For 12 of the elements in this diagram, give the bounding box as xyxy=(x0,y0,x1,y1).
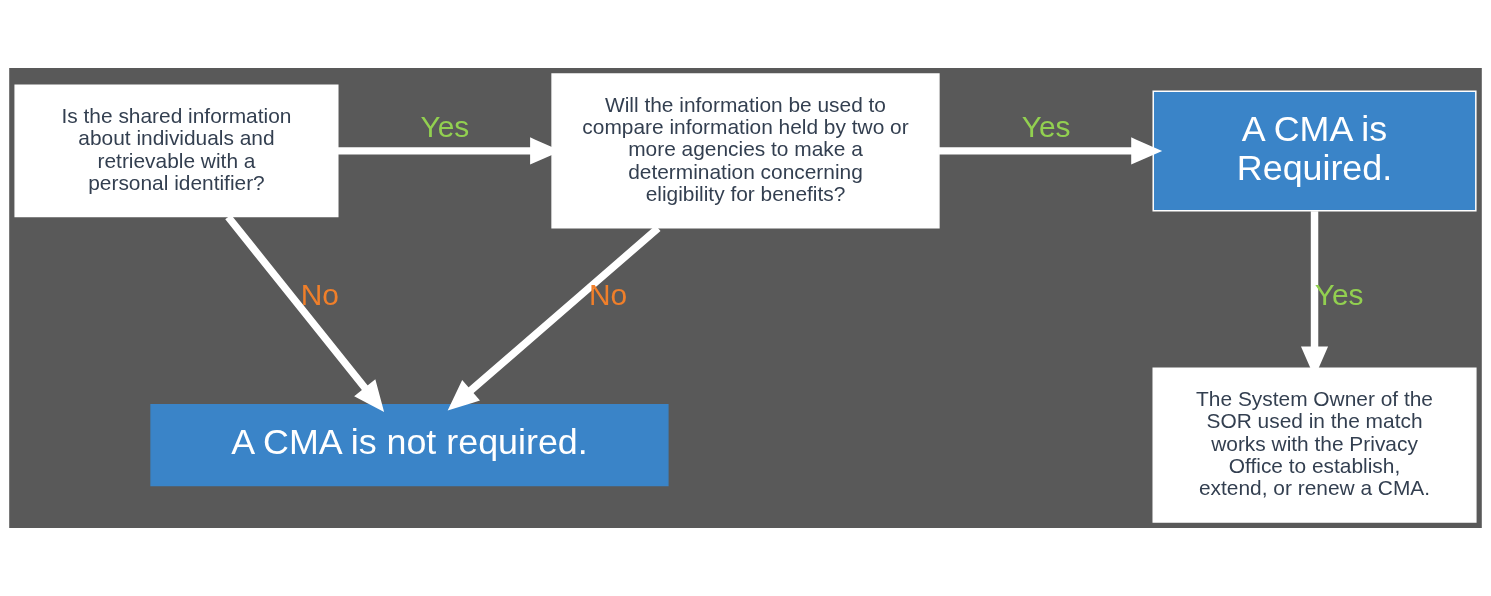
node-box: A CMA is not required. xyxy=(150,404,669,487)
edge-label: No xyxy=(589,278,628,312)
edge-label: Yes xyxy=(1021,110,1071,144)
arrow xyxy=(225,214,385,412)
node-box: Will the information be used to compare information held by two or more agencies to make a determination concerning eligibility for benefits? xyxy=(551,73,940,229)
edge-label: No xyxy=(300,278,339,312)
node-box: A CMA is Required. xyxy=(1152,90,1477,212)
arrow xyxy=(447,225,661,411)
node-box: Is the shared information about individuals and retrievable with a personal identifier? xyxy=(14,84,339,218)
edge-label: Yes xyxy=(420,110,470,144)
arrow xyxy=(938,137,1163,165)
node-box: The System Owner of the SOR used in the match works with the Privacy Office to establish, extend, or renew a CMA. xyxy=(1152,367,1477,523)
